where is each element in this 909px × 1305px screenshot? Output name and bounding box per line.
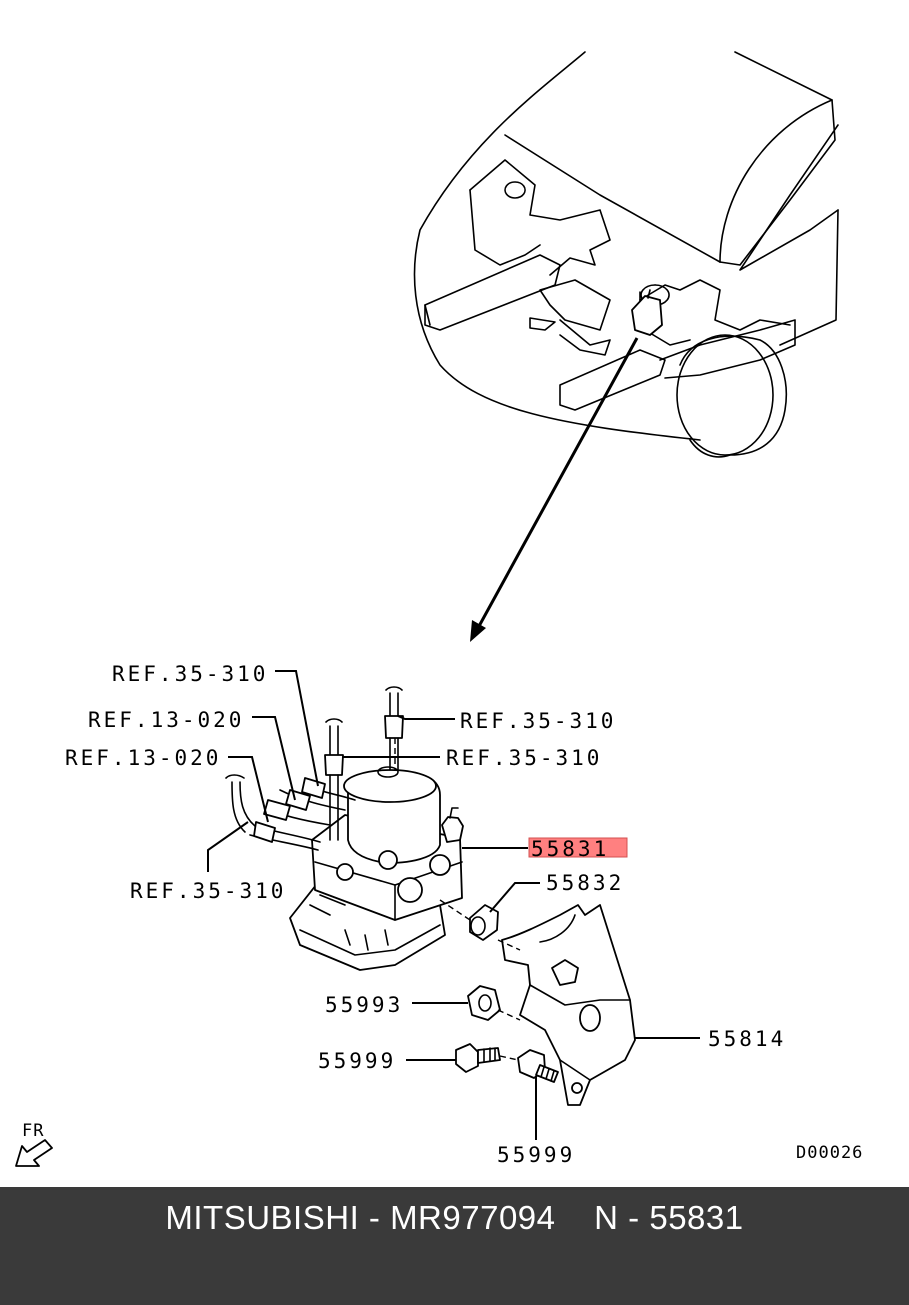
front-marker-label: FR <box>22 1121 44 1141</box>
label-ref-13-020-a: REF.13-020 <box>88 708 244 732</box>
nut-55993 <box>467 985 501 1021</box>
footer-title: MITSUBISHI - MR977094 N - 55831 <box>165 1199 744 1236</box>
label-ref-35-310-pipe2: REF.35-310 <box>446 746 602 770</box>
front-direction-marker: FR <box>15 1121 53 1167</box>
parts-diagram: REF.35-310 REF.13-020 REF.35-310 REF.13-… <box>15 51 863 1167</box>
label-ref-35-310-pipe1: REF.35-310 <box>460 709 616 733</box>
diagram-code: D00026 <box>796 1143 863 1163</box>
alignment-lines <box>394 738 521 1061</box>
label-55999-bottom: 55999 <box>497 1143 575 1167</box>
bracket-55814 <box>501 904 636 1106</box>
label-55993: 55993 <box>325 993 403 1017</box>
label-ref-13-020-b: REF.13-020 <box>65 746 221 770</box>
footer-bar: MITSUBISHI - MR977094 N - 55831 <box>0 1187 909 1305</box>
label-55999-left: 55999 <box>318 1049 396 1073</box>
leader-lines <box>207 670 700 1140</box>
grommet-55832 <box>469 904 499 941</box>
label-55814: 55814 <box>708 1027 786 1051</box>
label-ref-35-310-top: REF.35-310 <box>112 662 268 686</box>
highlight-55831 <box>528 837 628 858</box>
label-55832: 55832 <box>546 871 624 895</box>
abs-hydraulic-unit <box>225 686 464 971</box>
vehicle-front-illustration <box>413 51 839 458</box>
front-arrow-icon <box>15 1139 53 1167</box>
bolt-55999-left <box>455 1043 501 1073</box>
location-arrow <box>470 337 639 642</box>
label-ref-35-310-left: REF.35-310 <box>130 879 286 903</box>
bolt-55999-bottom <box>517 1049 559 1083</box>
label-55831: 55831 <box>531 837 609 861</box>
